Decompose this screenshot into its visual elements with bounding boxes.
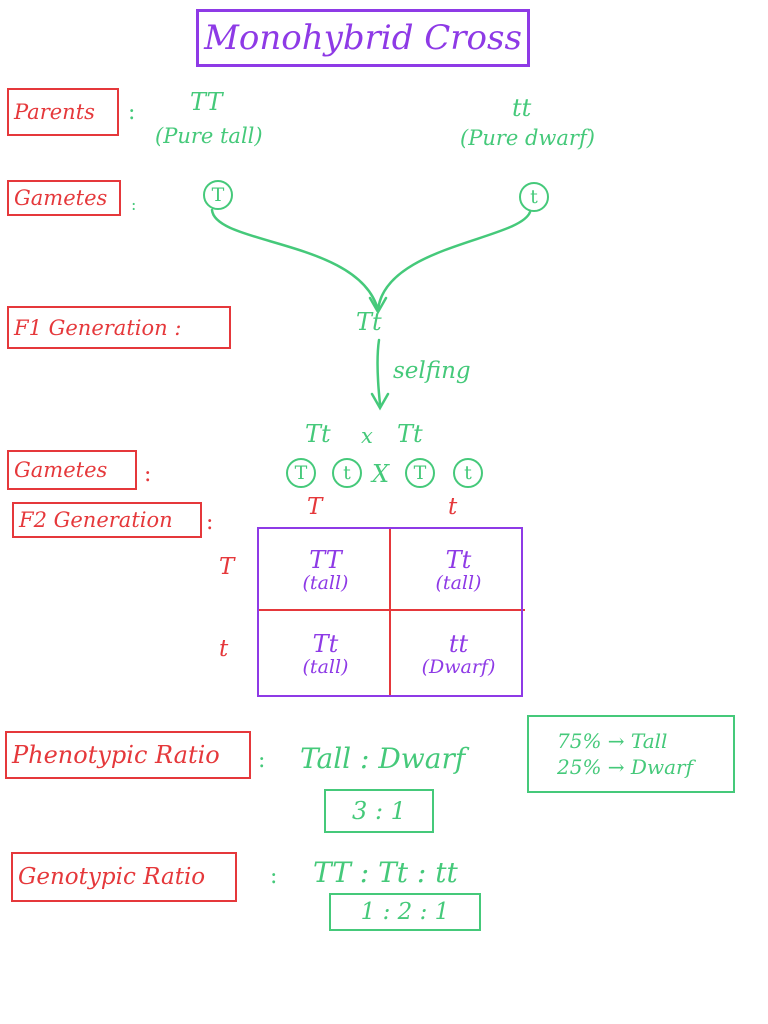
gametes2-label-box: Gametes bbox=[7, 450, 137, 490]
genotypic-ratio: 1 : 2 : 1 bbox=[360, 899, 450, 925]
f2-label: F2 Generation bbox=[19, 508, 173, 532]
selfing-label: selfing bbox=[393, 358, 471, 384]
row-header-2: t bbox=[219, 636, 229, 662]
gamete2-x: X bbox=[372, 460, 390, 488]
parent-left-desc: (Pure tall) bbox=[155, 124, 263, 148]
gametes2-label: Gametes bbox=[14, 458, 108, 482]
punnett-cell: tt (Dwarf) bbox=[392, 613, 525, 697]
cell-genotype: Tt bbox=[445, 545, 472, 574]
f1-label-box: F1 Generation : bbox=[7, 306, 231, 349]
parent-left-genotype: TT bbox=[190, 88, 223, 116]
phenotypic-ratio: 3 : 1 bbox=[352, 797, 406, 825]
cell-genotype: TT bbox=[309, 545, 342, 574]
cell-phenotype: (tall) bbox=[302, 656, 349, 679]
punnett-cell: Tt (tall) bbox=[259, 613, 392, 697]
phenotypic-label-box: Phenotypic Ratio bbox=[5, 731, 251, 779]
phenotypic-note-box: 75% → Tall 25% → Dwarf bbox=[527, 715, 735, 793]
gamete-left: T bbox=[211, 184, 225, 206]
page-title: Monohybrid Cross bbox=[204, 18, 522, 58]
parents-colon: : bbox=[128, 100, 136, 125]
punnett-cell: Tt (tall) bbox=[392, 529, 525, 613]
gametes-colon: : bbox=[131, 195, 137, 214]
gamete2-1-circle: T bbox=[286, 458, 316, 488]
punnett-cell: TT (tall) bbox=[259, 529, 392, 613]
gamete2-4: t bbox=[464, 462, 472, 484]
punnett-square: TT (tall) Tt (tall) Tt (tall) tt (Dwarf) bbox=[257, 527, 523, 697]
gamete-right-circle: t bbox=[519, 182, 549, 212]
parents-label-box: Parents bbox=[7, 88, 119, 136]
phenotypic-note-1: 75% → Tall bbox=[557, 729, 668, 753]
gamete2-1: T bbox=[294, 462, 308, 484]
phenotypic-note-2: 25% → Dwarf bbox=[557, 755, 693, 779]
phenotypic-label: Phenotypic Ratio bbox=[12, 741, 220, 769]
cell-genotype: tt bbox=[448, 629, 469, 658]
gamete2-3-circle: T bbox=[405, 458, 435, 488]
phenotypic-ratio-box: 3 : 1 bbox=[324, 789, 434, 833]
f1-label: F1 Generation : bbox=[14, 315, 182, 340]
gamete2-2-circle: t bbox=[332, 458, 362, 488]
gametes-label: Gametes bbox=[14, 186, 108, 210]
cell-genotype: Tt bbox=[312, 629, 339, 658]
f2-label-box: F2 Generation bbox=[12, 502, 202, 538]
genotypic-colon: : bbox=[270, 864, 278, 889]
parents-label: Parents bbox=[14, 100, 95, 124]
cross-left: Tt bbox=[305, 420, 331, 448]
f1-genotype: Tt bbox=[356, 308, 382, 336]
gamete2-3: T bbox=[413, 462, 427, 484]
title-box: Monohybrid Cross bbox=[196, 9, 530, 67]
genotypic-ratio-box: 1 : 2 : 1 bbox=[329, 893, 481, 931]
cell-phenotype: (Dwarf) bbox=[421, 656, 496, 679]
gamete-left-circle: T bbox=[203, 180, 233, 210]
genotypic-label-box: Genotypic Ratio bbox=[11, 852, 237, 902]
gametes-label-box: Gametes bbox=[7, 180, 121, 216]
cell-phenotype: (tall) bbox=[435, 572, 482, 595]
cell-phenotype: (tall) bbox=[302, 572, 349, 595]
phenotypic-colon: : bbox=[258, 748, 266, 773]
gamete2-2: t bbox=[343, 462, 351, 484]
cross-right: Tt bbox=[397, 420, 423, 448]
genotypic-text: TT : Tt : tt bbox=[313, 856, 458, 889]
genotypic-label: Genotypic Ratio bbox=[18, 864, 206, 890]
f2-colon: : bbox=[206, 510, 214, 535]
gamete-right: t bbox=[530, 186, 538, 208]
parent-right-genotype: tt bbox=[512, 94, 532, 122]
col-header-2: t bbox=[448, 494, 458, 520]
col-header-1: T bbox=[307, 494, 323, 520]
cross-x: x bbox=[361, 424, 373, 448]
gametes2-colon: : bbox=[144, 462, 152, 487]
gamete2-4-circle: t bbox=[453, 458, 483, 488]
parent-right-desc: (Pure dwarf) bbox=[460, 126, 595, 150]
phenotypic-text: Tall : Dwarf bbox=[300, 742, 466, 775]
row-header-1: T bbox=[219, 554, 235, 580]
